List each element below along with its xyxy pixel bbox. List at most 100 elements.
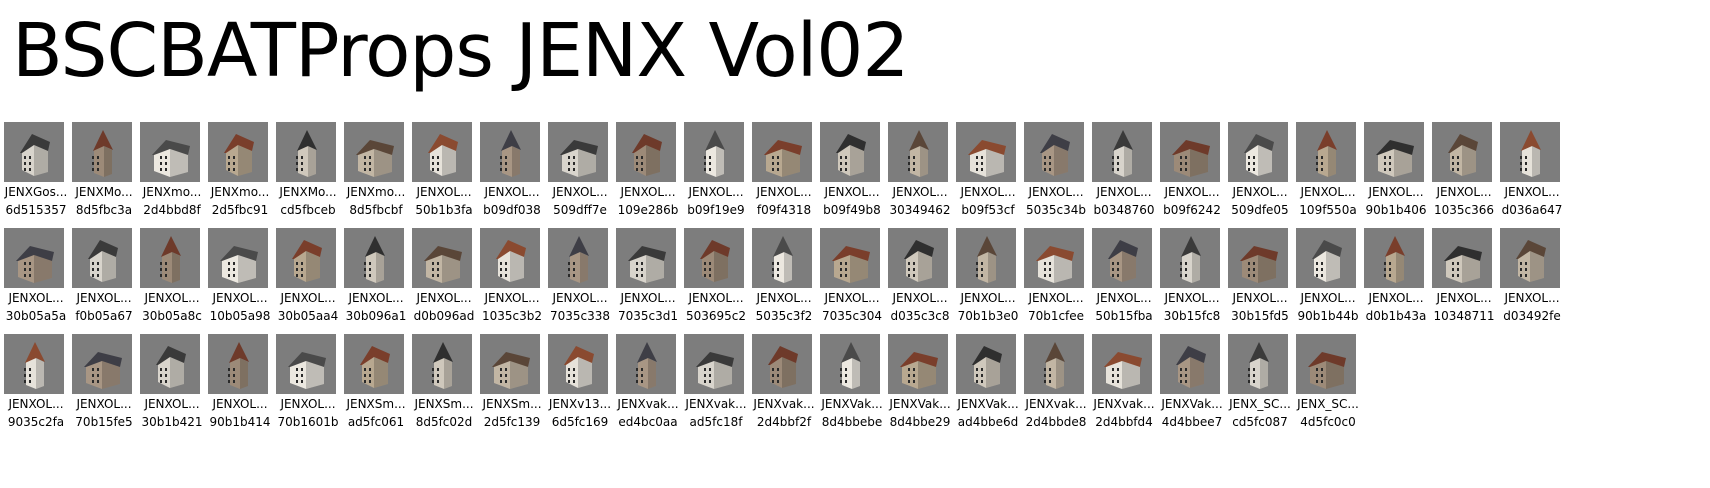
file-tile[interactable]: JENXOL...1035c3b2: [480, 228, 548, 334]
file-tile[interactable]: JENXOL...509dfe05: [1228, 122, 1296, 228]
file-name-label: JENXOL...: [960, 291, 1016, 305]
file-tile[interactable]: JENXmo...2d5fbc91: [208, 122, 276, 228]
file-tile[interactable]: JENXOL...30b05aa4: [276, 228, 344, 334]
file-tile[interactable]: JENXOL...5035c3f2: [752, 228, 820, 334]
file-tile[interactable]: JENXOL...30b05a8c: [140, 228, 208, 334]
file-id-label: 30b15fc8: [1163, 309, 1221, 323]
building-thumbnail-icon: [548, 122, 608, 182]
file-tile[interactable]: JENXOL...50b15fba: [1092, 228, 1160, 334]
file-tile[interactable]: JENXOL...50b1b3fa: [412, 122, 480, 228]
file-tile[interactable]: JENXOL...d0b1b43a: [1364, 228, 1432, 334]
file-tile[interactable]: JENXvak...2d4bbfd4: [1092, 334, 1160, 440]
file-tile[interactable]: JENXOL...109e286b: [616, 122, 684, 228]
file-tile[interactable]: JENX_SC...4d5fc0c0: [1296, 334, 1364, 440]
building-thumbnail-icon: [616, 334, 676, 394]
building-thumbnail-icon: [1500, 228, 1560, 288]
file-tile[interactable]: JENXOL...30b096a1: [344, 228, 412, 334]
file-tile[interactable]: JENXOL...1035c366: [1432, 122, 1500, 228]
file-tile[interactable]: JENXOL...9035c2fa: [4, 334, 72, 440]
file-tile[interactable]: JENXOL...90b1b406: [1364, 122, 1432, 228]
file-name-label: JENXGos...: [4, 185, 68, 199]
building-thumbnail-icon: [4, 228, 64, 288]
file-id-label: 8d5fc02d: [415, 415, 473, 429]
file-tile[interactable]: JENXOL...30b15fd5: [1228, 228, 1296, 334]
file-tile[interactable]: JENXSm...ad5fc061: [344, 334, 412, 440]
building-thumbnail-icon: [1500, 122, 1560, 182]
file-tile[interactable]: JENXOL...b09f6242: [1160, 122, 1228, 228]
file-tile[interactable]: JENXv13...6d5fc169: [548, 334, 616, 440]
file-tile[interactable]: JENXOL...b09f53cf: [956, 122, 1024, 228]
file-id-label: 9035c2fa: [7, 415, 65, 429]
file-tile[interactable]: JENXOL...7035c338: [548, 228, 616, 334]
file-tile[interactable]: JENXVak...8d4bbebe: [820, 334, 888, 440]
file-tile[interactable]: JENXVak...8d4bbe29: [888, 334, 956, 440]
file-tile[interactable]: JENXOL...503695c2: [684, 228, 752, 334]
file-name-label: JENXvak...: [685, 397, 747, 411]
file-tile[interactable]: JENXOL...b09f49b8: [820, 122, 888, 228]
file-tile[interactable]: JENXOL...30b1b421: [140, 334, 208, 440]
file-tile[interactable]: JENX_SC...cd5fc087: [1228, 334, 1296, 440]
file-tile[interactable]: JENXOL...d035c3c8: [888, 228, 956, 334]
file-tile[interactable]: JENXSm...2d5fc139: [480, 334, 548, 440]
file-tile[interactable]: JENXOL...10348711: [1432, 228, 1500, 334]
file-tile[interactable]: JENXOL...5035c34b: [1024, 122, 1092, 228]
file-id-label: 50b15fba: [1095, 309, 1153, 323]
file-tile[interactable]: JENXOL...70b1b3e0: [956, 228, 1024, 334]
file-id-label: 4d4bbee7: [1161, 415, 1223, 429]
file-tile[interactable]: JENXOL...109f550a: [1296, 122, 1364, 228]
file-tile[interactable]: JENXOL...b09f19e9: [684, 122, 752, 228]
file-tile[interactable]: JENXvak...2d4bbf2f: [752, 334, 820, 440]
file-tile[interactable]: JENXVak...4d4bbee7: [1160, 334, 1228, 440]
file-tile[interactable]: JENXmo...2d4bbd8f: [140, 122, 208, 228]
file-name-label: JENXOL...: [620, 291, 676, 305]
file-id-label: 10348711: [1433, 309, 1495, 323]
file-name-label: JENXOL...: [892, 185, 948, 199]
file-name-label: JENXvak...: [617, 397, 679, 411]
file-tile[interactable]: JENXOL...70b15fe5: [72, 334, 140, 440]
file-tile[interactable]: JENXGos...6d515357: [4, 122, 72, 228]
file-tile[interactable]: JENXMo...8d5fbc3a: [72, 122, 140, 228]
file-tile[interactable]: JENXOL...90b1b414: [208, 334, 276, 440]
building-thumbnail-icon: [684, 122, 744, 182]
file-tile[interactable]: JENXOL...30b05a5a: [4, 228, 72, 334]
file-id-label: 2d4bbfd4: [1095, 415, 1153, 429]
file-tile[interactable]: JENXOL...b09df038: [480, 122, 548, 228]
file-tile[interactable]: JENXOL...d0b096ad: [412, 228, 480, 334]
file-tile[interactable]: JENXMo...cd5fbceb: [276, 122, 344, 228]
file-id-label: cd5fbceb: [280, 203, 336, 217]
file-tile[interactable]: JENXvak...ed4bc0aa: [616, 334, 684, 440]
file-tile[interactable]: JENXOL...d03492fe: [1500, 228, 1568, 334]
building-thumbnail-icon: [956, 334, 1016, 394]
file-tile[interactable]: JENXOL...d036a647: [1500, 122, 1568, 228]
building-thumbnail-icon: [412, 122, 472, 182]
file-id-label: 70b1601b: [277, 415, 339, 429]
file-name-label: JENXVak...: [957, 397, 1019, 411]
file-tile[interactable]: JENXOL...b0348760: [1092, 122, 1160, 228]
file-tile[interactable]: JENXOL...90b1b44b: [1296, 228, 1364, 334]
file-tile[interactable]: JENXVak...ad4bbe6d: [956, 334, 1024, 440]
building-thumbnail-icon: [276, 122, 336, 182]
building-thumbnail-icon: [208, 122, 268, 182]
file-tile[interactable]: JENXOL...70b1601b: [276, 334, 344, 440]
building-thumbnail-icon: [752, 228, 812, 288]
file-tile[interactable]: JENXOL...7035c3d1: [616, 228, 684, 334]
file-tile[interactable]: JENXOL...f0b05a67: [72, 228, 140, 334]
file-tile[interactable]: JENXSm...8d5fc02d: [412, 334, 480, 440]
file-name-label: JENXOL...: [1504, 185, 1560, 199]
file-tile[interactable]: JENXOL...509dff7e: [548, 122, 616, 228]
file-tile[interactable]: JENXOL...30349462: [888, 122, 956, 228]
building-thumbnail-icon: [616, 228, 676, 288]
building-thumbnail-icon: [344, 122, 404, 182]
file-tile[interactable]: JENXOL...7035c304: [820, 228, 888, 334]
file-id-label: 109f550a: [1299, 203, 1357, 217]
file-tile[interactable]: JENXvak...ad5fc18f: [684, 334, 752, 440]
file-tile[interactable]: JENXOL...f09f4318: [752, 122, 820, 228]
file-tile[interactable]: JENXmo...8d5fbcbf: [344, 122, 412, 228]
file-id-label: f09f4318: [756, 203, 812, 217]
file-tile[interactable]: JENXOL...30b15fc8: [1160, 228, 1228, 334]
file-tile[interactable]: JENXOL...10b05a98: [208, 228, 276, 334]
file-tile[interactable]: JENXOL...70b1cfee: [1024, 228, 1092, 334]
file-id-label: 5035c34b: [1025, 203, 1087, 217]
file-name-label: JENXmo...: [142, 185, 202, 199]
file-tile[interactable]: JENXvak...2d4bbde8: [1024, 334, 1092, 440]
